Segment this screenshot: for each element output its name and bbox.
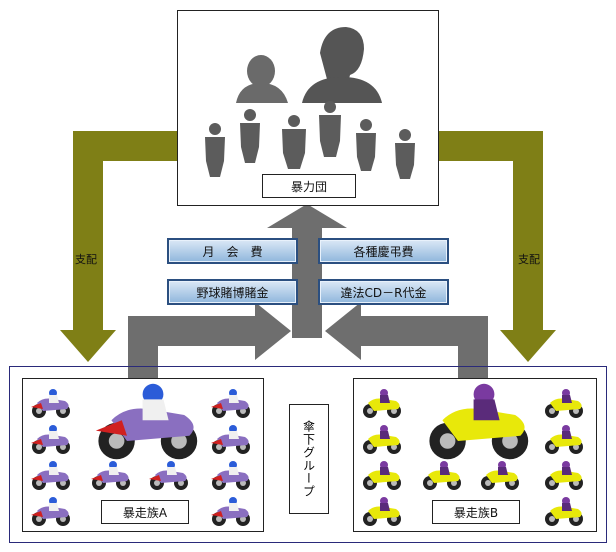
motorcycle-rider-icon [211,461,250,490]
motorcycle-rider-icon [423,461,461,490]
motorcycle-rider-icon [211,425,250,454]
member-silhouette-icon [240,109,260,163]
motorcycle-rider-large-icon [95,383,198,460]
fee-ceremonial: 各種慶弔費 [318,238,449,264]
motorcycle-rider-icon [363,497,401,526]
member-silhouette-icon [282,115,306,169]
motorcycle-rider-icon [363,389,401,418]
group-b-label: 暴走族B [432,500,520,524]
motorcycle-rider-icon [211,389,250,418]
motorcycle-rider-icon [31,497,70,526]
motorcycle-rider-icon [31,425,70,454]
flow-arrow-left [128,302,291,392]
motorcycle-rider-icon [91,461,130,490]
motorcycle-rider-icon [31,461,70,490]
motorcycle-rider-icon [481,461,519,490]
control-arrow-right [437,131,556,362]
subsidiary-frame [9,366,607,543]
control-arrow-left [60,131,177,362]
member-silhouette-icon [205,123,225,177]
member-silhouette-icon [395,129,415,179]
gang-label: 暴力団 [262,174,356,198]
fee-monthly: 月 会 費 [167,238,298,264]
motorcycle-rider-large-icon [429,383,529,460]
up-arrow [267,204,347,338]
group-a-label: 暴走族A [101,500,189,524]
motorcycle-rider-icon [149,461,188,490]
fee-gambling: 野球賭博賭金 [167,279,298,305]
motorcycle-rider-icon [545,389,583,418]
members-silhouettes [205,101,415,179]
motorcycle-rider-icon [545,497,583,526]
motorcycle-rider-icon [211,497,250,526]
motorcycle-rider-icon [363,425,401,454]
member-silhouette-icon [356,119,376,171]
gang-silhouettes [205,27,415,179]
motorcycle-rider-icon [31,389,70,418]
umbrella-group-label: 傘下グループ [289,404,329,514]
gang-box [177,10,439,206]
fee-illegal-cdr: 違法CD－R代金 [318,279,449,305]
member-silhouette-icon [319,101,341,157]
motorcycle-rider-icon [545,425,583,454]
motorcycle-rider-icon [363,461,401,490]
boss-silhouette-icon [236,55,288,103]
boss-silhouette-icon [302,27,382,103]
flow-arrow-right [325,302,488,392]
control-label-left: 支配 [75,253,97,266]
motorcycle-rider-icon [545,461,583,490]
control-label-right: 支配 [518,253,540,266]
